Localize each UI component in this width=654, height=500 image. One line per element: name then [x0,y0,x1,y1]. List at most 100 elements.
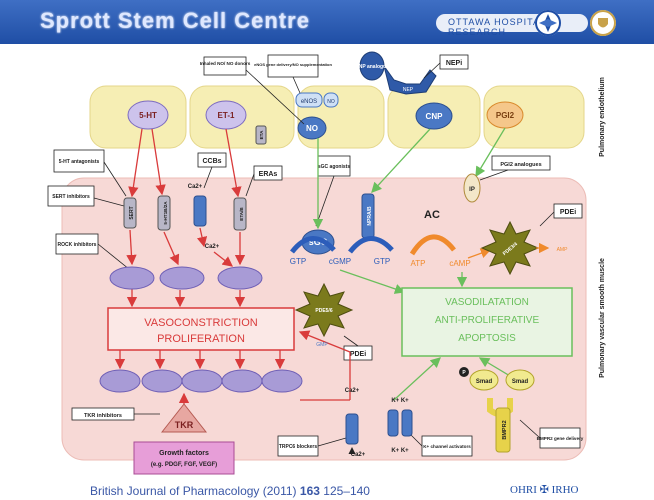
bmpr2-gene-label: BMPR2 gene delivery [537,436,584,441]
receptor-etab: ETA/B [233,197,247,231]
mediator-cnp-label: CNP [426,112,444,121]
footer-logos: OHRI ✠ IRHO [510,484,579,496]
pde5-label: PDE5/6 [315,308,332,314]
npra-curve-arrow [348,236,394,254]
intermediate-ellipse [217,266,263,290]
mediator-et1-label: ET-1 [218,111,235,120]
drug-box-sgc-agonists: sGC agonists [317,155,351,177]
mediator-no: NO [297,116,327,140]
enos-label: eNOS [301,99,317,105]
ca-out-label: Ca2+ [345,388,360,394]
vasodilatation-box: VASODILATATION ANTI-PROLIFERATIVE APOPTO… [401,287,573,357]
smad1-label: Smad [476,379,493,385]
drug-box-inhaled-no: Inhaled NO/ NO donors [200,56,251,76]
cnp-analogue-label: CNP analogue [355,64,389,70]
nep-label: NEP [403,87,414,93]
header-banner: Sprott Stem Cell Centre OTTAWA HOSPITAL … [0,0,654,44]
constriction-arrows [114,128,351,404]
intermediate-ellipse [99,369,141,393]
nep-enzyme: NEP [383,65,437,95]
crest-icon [590,10,616,36]
proliferation-label: PROLIFERATION [157,333,245,345]
drug-box-bmpr2-gene: BMPR2 gene delivery [537,427,584,449]
apoptosis-label: APOPTOSIS [458,333,516,344]
mediator-5ht: 5-HT [127,100,169,130]
5ht-receptor-label: 5-HT1B/2A [163,201,168,225]
eta-label: ETA [259,130,264,140]
drug-box-nepi: NEPi [439,54,469,70]
intermediate-ellipse [181,369,223,393]
university-logo [590,10,616,36]
tkr-receptor: TKR [160,403,208,433]
header-bar-text: OTTAWA HOSPITAL RESEARCH [448,17,546,37]
atp-label: ATP [411,259,426,268]
receptor-ip: IP [463,173,481,203]
ca-channel-top [193,195,207,227]
pdei-top-label: PDEi [560,209,576,216]
intermediate-ellipse [221,369,263,393]
ca-in-label: Ca2+ [188,184,203,190]
cnp-analogue-cell [359,51,385,81]
footer-citation: British Journal of Pharmacology (2011) 1… [90,484,370,498]
trpc6-blockers-label: TRPC6 blockers [279,444,318,450]
sgc-label: sGC [309,237,328,247]
enos-no-label: NO [327,99,335,105]
bmpr2-label: BMPR2 [502,420,508,439]
intermediate-ellipse [109,266,155,290]
dilation-arrows [312,127,521,401]
ca-internal-label: Ca2+ [205,244,220,250]
label-endothelium: Pulmonary endothelium [599,77,606,157]
k-channels [387,409,413,437]
gtp2-label: GTP [374,257,390,266]
citation-prefix: British Journal of Pharmacology (2011) [90,484,297,498]
mediator-5ht-label: 5-HT [139,111,157,120]
amp-label: AMP [557,247,569,253]
vasoconstriction-label: VASOCONSTRICTION [144,317,258,329]
citation-pages: 125–140 [323,484,370,498]
mediator-cnp: CNP [415,102,453,130]
receptor-sert: SERT [123,197,137,229]
vasoconstriction-box: VASOCONSTRICTION PROLIFERATION [107,307,295,351]
institute-logo [535,10,561,36]
ccbs-label: CCBs [202,158,221,165]
mediator-pgi2-label: PGI2 [496,111,515,120]
sgc-agonists-label: sGC agonists [318,164,350,170]
pde5-enzyme: PDE5/6 [294,282,354,338]
drug-box-pdei-top: PDEi [553,203,583,219]
ca-bottom-label: Ca2+ [351,452,366,458]
drug-box-eras: ERAs [253,165,283,181]
growth-factors-line1: Growth factors [159,450,209,457]
mediator-et1: ET-1 [205,100,247,130]
drug-box-pdei-mid: PDEi [343,345,373,361]
pgi2-analogues-label: PGI2 analogues [500,162,541,168]
drug-box-rock-inhibitors: ROCK inhibitors [55,233,99,255]
signal-intermediates-top [109,266,263,290]
cgmp-label: cGMP [329,257,351,266]
drug-box-pgi2-analogues: PGI2 analogues [491,155,551,171]
tkr-inhibitors-label: TKR inhibitors [84,413,122,419]
sgc-curve-arrow [290,236,336,254]
drug-box-sert-inhibitors: SERT inhibitors [47,185,95,207]
growth-factors-line2: (e.g. PDGF, FGF, VEGF) [151,462,217,468]
k-top-label: K+ K+ [391,398,409,404]
receptor-eta: ETA [255,125,267,145]
k-channel-label: K+ channel activators [423,444,471,449]
enos-gene-label: eNOS gene delivery/NO supplementation [254,62,332,67]
citation-volume: 163 [299,484,320,498]
k-bottom-label: K+ K+ [391,448,409,454]
growth-factors-box: Growth factors (e.g. PDGF, FGF, VEGF) [133,441,235,475]
drug-box-ccbs: CCBs [197,152,227,168]
intermediate-ellipse [159,266,205,290]
tkr-label: TKR [175,420,194,430]
ip-label: IP [469,187,475,193]
intermediate-ellipse [261,369,303,393]
mediator-no-label: NO [306,124,318,133]
anti-proliferative-label: ANTI-PROLIFERATIVE [435,315,540,326]
nepi-label: NEPi [446,60,462,67]
inhaled-no-label: Inhaled NO/ NO donors [200,61,251,66]
footer [0,478,654,500]
smad2-label: Smad [512,379,529,385]
phospho-label: P [462,370,466,376]
label-smooth-muscle: Pulmonary vascular smooth muscle [599,258,606,378]
drug-box-tkr-inhibitors: TKR inhibitors [71,407,135,421]
